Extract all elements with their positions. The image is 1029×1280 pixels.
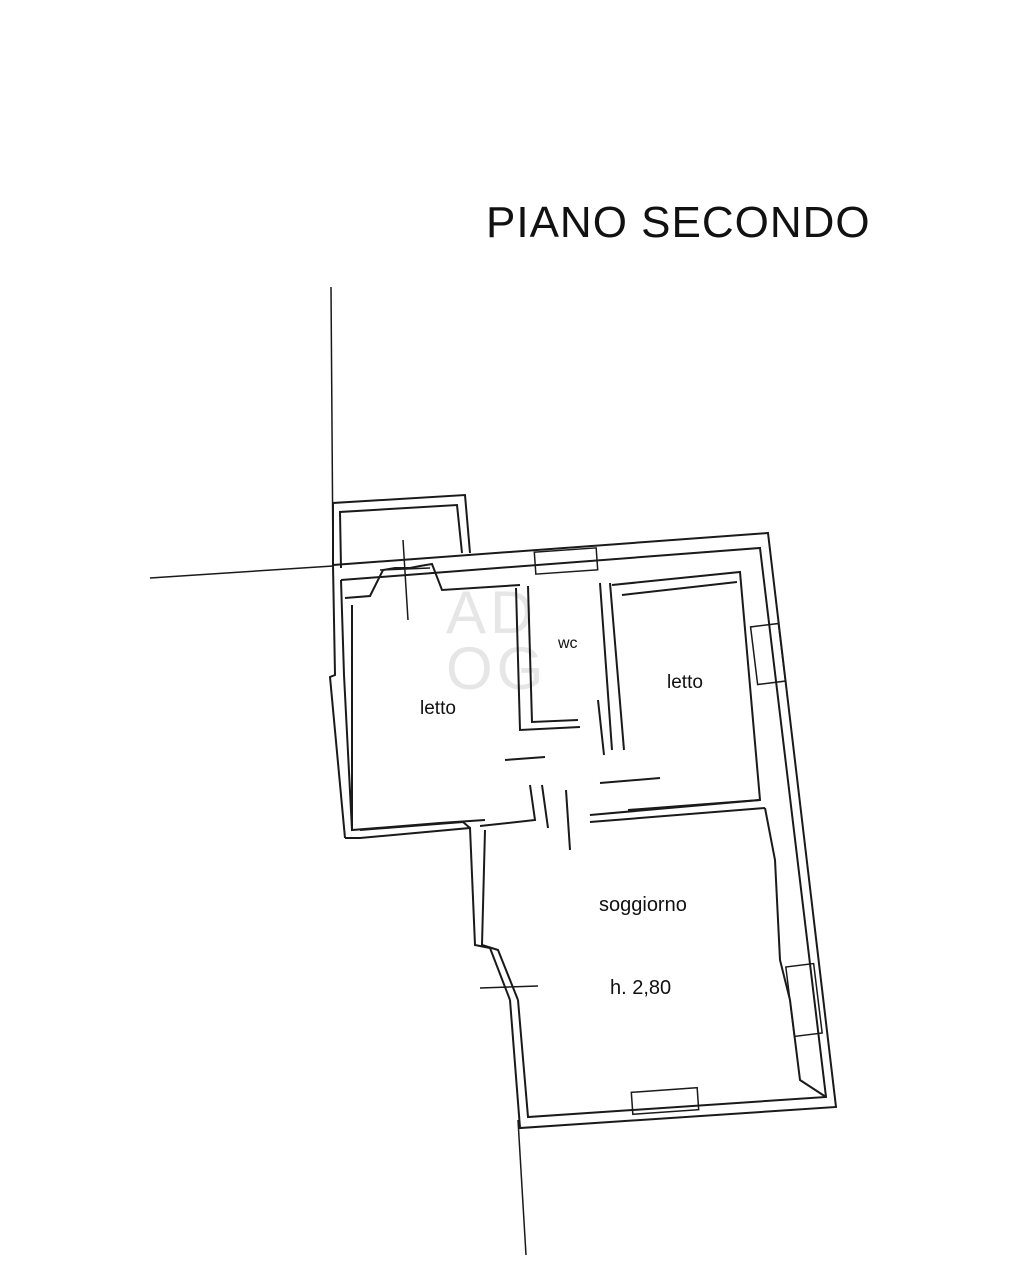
boundary-line-bottom [517, 1119, 527, 1256]
boundary-tick [479, 985, 539, 989]
window-bedroom-right [749, 622, 787, 686]
watermark-logo: AD OG [446, 579, 576, 702]
window-living-right [785, 962, 823, 1038]
watermark-line-2: OG [446, 635, 548, 702]
plan-title: PIANO SECONDO [486, 198, 871, 247]
room-label-wc: wc [558, 635, 578, 652]
windows [379, 539, 823, 1116]
room-label-bedroom-right: letto [667, 672, 703, 693]
boundary-line-left [149, 565, 334, 579]
ceiling-height-note: h. 2,80 [610, 977, 672, 999]
room-label-living-room: soggiorno [599, 894, 687, 916]
watermark-line-1: AD [446, 579, 538, 646]
interior-walls [344, 562, 827, 1098]
window-wc [533, 547, 599, 575]
window-living-bottom [630, 1086, 700, 1116]
room-label-bedroom-left: letto [420, 698, 456, 719]
outer-walls [328, 493, 838, 1130]
